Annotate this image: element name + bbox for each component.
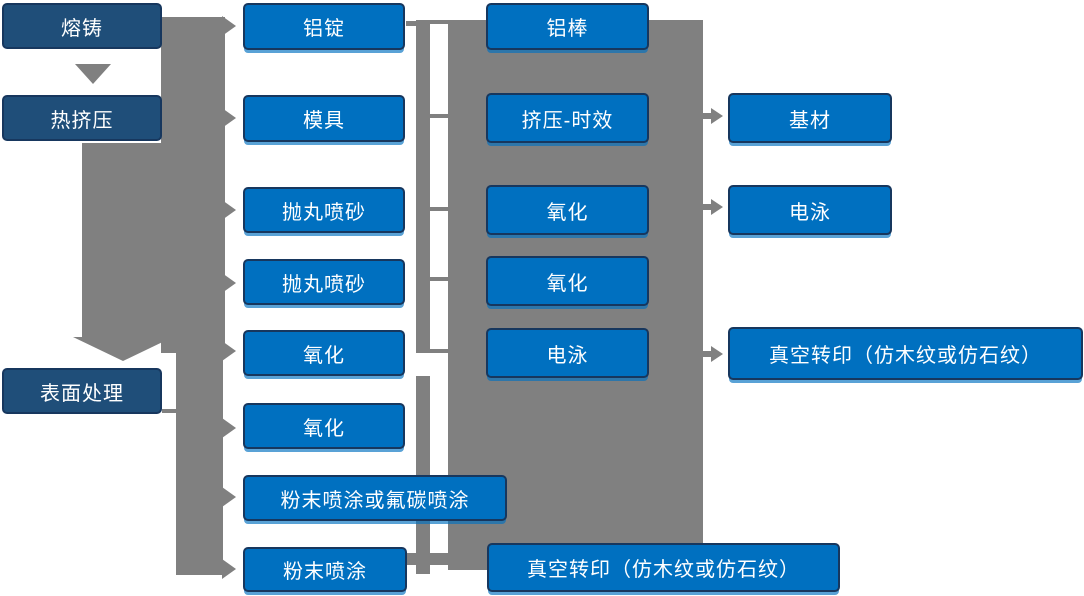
stub-oxidation-right [429, 349, 449, 353]
node-label-aluminum-rod: 铝棒 [546, 18, 589, 40]
arrow-shaft-base-material [703, 113, 713, 119]
arrowhead-to-shot-blasting-1 [222, 200, 236, 220]
arrow-shaft-vacuum-transfer [703, 351, 713, 357]
arrowhead-to-electrophoresis-2 [711, 199, 723, 215]
arrowhead-to-powder-coating [222, 559, 236, 579]
node-label-hot-extrusion: 热挤压 [50, 109, 114, 132]
node-hot-extrusion: 热挤压 [2, 95, 162, 141]
stub-ingot-right [429, 20, 449, 24]
node-shot-blasting-2: 抛丸喷砂 [243, 259, 405, 305]
down-arrowhead-to-surface-treatment [73, 337, 173, 361]
node-aluminum-ingot: 铝锭 [243, 3, 405, 50]
node-extrusion-aging: 挤压-时效 [486, 93, 649, 143]
arrowhead-to-mold [222, 108, 236, 128]
node-label-vacuum-transfer-right: 真空转印（仿木纹或仿石纹） [769, 345, 1042, 367]
down-block-arrow-shaft [82, 143, 173, 339]
stub-ingot-left [406, 21, 417, 26]
node-label-powder-or-fluorocarbon-coating: 粉末喷涂或氟碳喷涂 [280, 489, 470, 512]
node-label-base-material: 基材 [789, 109, 831, 132]
stub-mold-right [429, 114, 449, 118]
node-label-oxidation-2: 氧化 [303, 417, 345, 440]
surface-treatment-link [162, 409, 178, 413]
node-label-vacuum-transfer-bottom: 真空转印（仿木纹或仿石纹） [527, 559, 800, 581]
node-vacuum-transfer-bottom: 真空转印（仿木纹或仿石纹） [487, 543, 840, 592]
node-aluminum-rod: 铝棒 [486, 3, 649, 50]
arrowhead-to-powder-or-fluorocarbon [222, 487, 236, 507]
node-oxidation-4: 氧化 [486, 256, 649, 306]
powder-to-vacuum-link [407, 553, 449, 565]
node-label-oxidation-3: 氧化 [546, 201, 589, 224]
node-label-surface-treatment: 表面处理 [40, 382, 124, 405]
node-powder-coating: 粉末喷涂 [243, 547, 407, 592]
stub-shotblast1-right [429, 207, 449, 211]
arrowhead-to-aluminum-ingot [222, 16, 236, 36]
node-label-extrusion-aging: 挤压-时效 [521, 109, 614, 132]
node-vacuum-transfer-right: 真空转印（仿木纹或仿石纹） [728, 327, 1083, 380]
node-melting-casting: 熔铸 [2, 3, 162, 49]
node-label-oxidation-1: 氧化 [303, 344, 345, 367]
node-label-electrophoresis-1: 电泳 [546, 344, 589, 367]
arrowhead-to-vacuum-transfer-right [711, 346, 723, 362]
node-shot-blasting-1: 抛丸喷砂 [243, 187, 405, 233]
node-surface-treatment: 表面处理 [2, 368, 162, 414]
node-oxidation-2: 氧化 [243, 403, 405, 449]
node-oxidation-3: 氧化 [486, 185, 649, 235]
arrowhead-to-oxidation-2 [222, 418, 236, 438]
arrowhead-to-base-material [711, 108, 723, 124]
node-oxidation-1: 氧化 [243, 330, 405, 376]
node-label-electrophoresis-2: 电泳 [789, 201, 831, 224]
node-electrophoresis-1: 电泳 [486, 328, 649, 378]
node-electrophoresis-2: 电泳 [728, 185, 892, 235]
node-label-shot-blasting-2: 抛丸喷砂 [282, 273, 366, 296]
left-vertical-bar-lower [176, 353, 223, 575]
node-label-melting-casting: 熔铸 [61, 17, 103, 40]
arrowhead-to-oxidation-1 [222, 341, 236, 361]
node-mold: 模具 [243, 95, 405, 142]
node-label-shot-blasting-1: 抛丸喷砂 [282, 201, 366, 224]
node-powder-or-fluorocarbon-coating: 粉末喷涂或氟碳喷涂 [243, 475, 507, 521]
mid-vertical-bar-upper [416, 20, 430, 353]
node-label-mold: 模具 [303, 110, 345, 132]
arrowhead-to-shot-blasting-2 [222, 273, 236, 293]
stub-shotblast2-right [429, 277, 449, 281]
node-label-aluminum-ingot: 铝锭 [303, 18, 345, 40]
node-base-material: 基材 [728, 93, 892, 143]
node-label-powder-coating: 粉末喷涂 [283, 561, 367, 583]
node-label-oxidation-4: 氧化 [546, 272, 589, 295]
arrow-shaft-electrophoresis [703, 204, 713, 210]
down-arrowhead-to-hot-extrusion [75, 64, 111, 84]
